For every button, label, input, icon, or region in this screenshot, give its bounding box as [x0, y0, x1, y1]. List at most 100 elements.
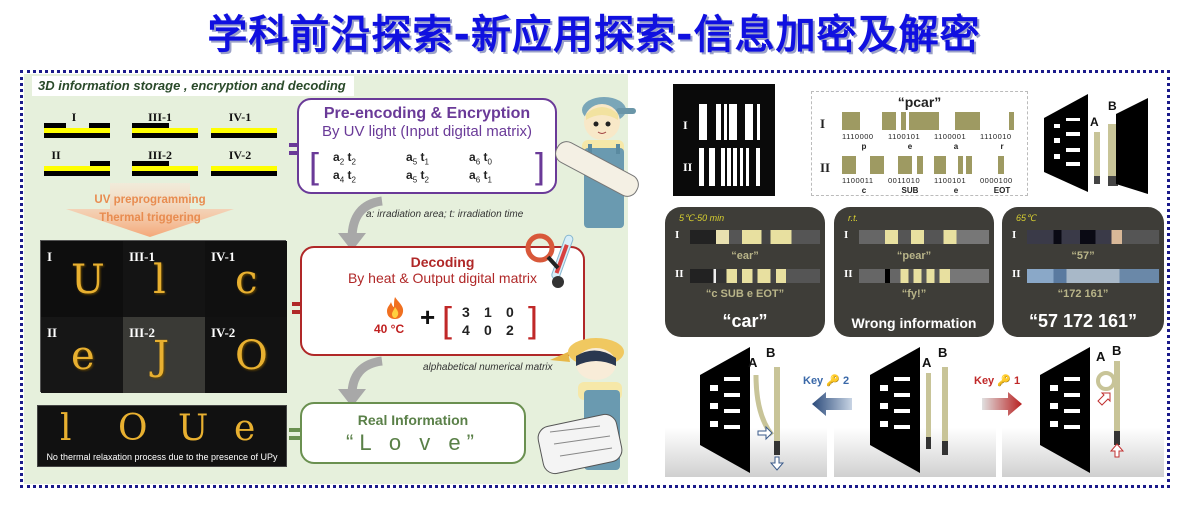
layer-black	[44, 133, 110, 138]
layer-yellow	[132, 166, 198, 171]
pre-encoding-heading: Pre-encoding & Encryption	[323, 105, 531, 122]
irradiation-note: a: irradiation area; t: irradiation time	[366, 209, 524, 220]
decoding-box: Decoding By heat & Output digital matrix…	[300, 246, 585, 356]
card-condition: r.t.	[848, 213, 859, 223]
shape-e: e	[234, 408, 256, 449]
code-title: “pcar”	[897, 94, 942, 110]
row-label: I	[1012, 229, 1017, 241]
curved-arrow-icon	[338, 356, 383, 407]
matrix-a-index: 2	[339, 157, 345, 167]
layer-black	[132, 171, 198, 176]
matrix-t-index: 2	[424, 175, 429, 185]
arrow-right-icon	[982, 392, 1022, 416]
layer-black	[44, 123, 66, 128]
matrix-cell: 3	[462, 304, 470, 320]
char-label: c	[861, 186, 867, 195]
svg-text:B: B	[1108, 99, 1117, 113]
temperature-label: 40 °C	[374, 322, 405, 336]
photo-label: IV-1	[211, 249, 236, 264]
matrix-t-index: 2	[351, 157, 356, 167]
pre-encoding-subheading: By UV light (Input digital matrix)	[321, 123, 533, 140]
matrix-cell: 4	[462, 322, 470, 338]
decoding-subheading: By heat & Output digital matrix	[347, 270, 538, 286]
char-label: a	[953, 142, 959, 151]
row-label: I	[820, 116, 826, 131]
real-information-box: Real Information “L o v e”	[300, 402, 526, 464]
plus-sign: +	[420, 302, 436, 332]
love-photo-strip: l O U e No thermal relaxation process du…	[37, 405, 287, 467]
device-3d-top: A B	[1044, 94, 1148, 194]
layer-black	[132, 161, 169, 166]
card-result: “57 172 161”	[1028, 311, 1138, 331]
char-label: p	[861, 142, 867, 151]
key-text: Key	[803, 375, 824, 387]
decoded-row-ii: “172 161”	[1057, 288, 1109, 300]
device-state-flat: A B	[870, 345, 948, 473]
matrix-t-index: 0	[487, 157, 492, 167]
row-label: II	[675, 268, 684, 280]
key-icon: 🔑	[826, 375, 840, 387]
layer-black	[89, 123, 110, 128]
schematic-label: I	[71, 110, 77, 124]
decoded-row-i: “pear”	[896, 250, 932, 262]
bracket-right: ]	[527, 299, 538, 340]
key-text: Key	[974, 375, 995, 387]
photo-shape: c	[235, 257, 258, 303]
char-label: e	[907, 142, 913, 151]
output-matrix: [ ] 3 1 0 4 0 2	[442, 302, 538, 342]
svg-text:A: A	[922, 355, 932, 370]
svg-text:A: A	[1090, 115, 1099, 129]
bit-group: 1100101	[888, 132, 921, 141]
photo-cell: I U	[41, 241, 123, 317]
real-info-heading: Real Information	[357, 412, 469, 428]
decoded-row-i: “ear”	[731, 250, 759, 262]
photo-shape: l	[153, 257, 166, 303]
layer-yellow	[132, 128, 198, 133]
row-label: I	[683, 118, 688, 132]
down-arrow-icon	[66, 183, 234, 237]
shape-o: O	[118, 408, 148, 449]
shape-v: U	[178, 408, 209, 449]
bracket-left: [	[442, 299, 453, 340]
bit-group: 1110010	[980, 132, 1012, 141]
layer-yellow	[211, 166, 277, 171]
shape-photo-grid: I U III-1 l IV-1 c II e III-2 J IV-2 O	[40, 240, 287, 393]
arrow-left-icon	[812, 392, 852, 416]
char-label: SUB	[901, 186, 919, 195]
photo-shape: U	[71, 257, 105, 303]
photo-label: III-1	[129, 249, 156, 264]
photo-label: I	[47, 249, 53, 264]
layer-black	[90, 161, 110, 166]
curved-arrow-icon	[338, 196, 383, 251]
kid-with-map-illustration	[537, 338, 624, 475]
card-condition: 5℃-50 min	[679, 213, 725, 223]
love-strip-caption: No thermal relaxation process due to the…	[46, 452, 278, 462]
svg-text:B: B	[1112, 345, 1121, 358]
matrix-note: alphabetical numerical matrix	[423, 362, 553, 373]
row-label: I	[844, 229, 849, 241]
matrix-cell: 1	[484, 304, 492, 320]
row-label: I	[675, 229, 680, 241]
layer-black	[211, 133, 277, 138]
matrix-a-index: 4	[339, 175, 345, 185]
matrix-t-index: 2	[351, 175, 356, 185]
card-condition: 65℃	[1016, 213, 1037, 223]
row-label: II	[683, 160, 693, 174]
bracket-left: [	[309, 145, 320, 186]
decode-card-cold: 5℃-50 min I “ear” II “c SUB e EOT” “car”	[665, 207, 825, 337]
key-icon: 🔑	[997, 375, 1011, 387]
equals-icon	[289, 428, 305, 440]
photo-shape: O	[235, 333, 268, 379]
layer-black	[132, 133, 198, 138]
photo-cell: III-2 J	[123, 317, 205, 393]
key-1-label: Key 🔑 1	[974, 374, 1020, 387]
matrix-cell: 2	[506, 322, 514, 338]
page-title: 学科前沿探索-新应用探索-信息加密及解密	[207, 12, 981, 58]
svg-text:A: A	[1096, 349, 1106, 364]
bit-group: 0000100	[980, 176, 1013, 185]
matrix-cell: 0	[506, 304, 514, 320]
schematic-label: IV-2	[228, 148, 252, 162]
key-number: 1	[1014, 375, 1021, 387]
svg-text:A: A	[748, 355, 758, 370]
key-number: 2	[843, 375, 850, 387]
